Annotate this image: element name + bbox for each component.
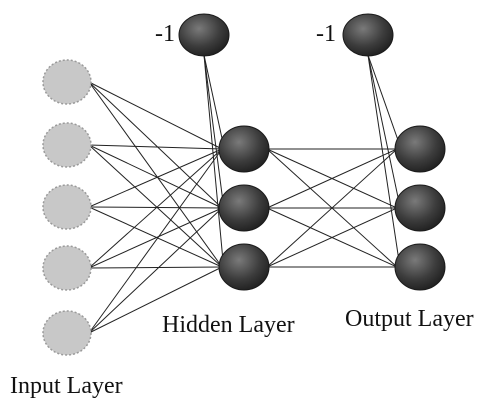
- edge-input-2-hidden-3: [88, 144, 223, 268]
- edge-input-4-hidden-3: [88, 266, 223, 269]
- hidden-node-3: [218, 243, 270, 291]
- output-node-1: [394, 125, 446, 173]
- edge-input-3-hidden-3: [88, 206, 223, 268]
- edge-input-4-hidden-2: [88, 207, 223, 269]
- edge-hidden-3-output-2: [266, 207, 398, 268]
- edge-output-bias-output-2: [367, 54, 400, 203]
- edge-hidden-bias-hidden-3: [203, 54, 224, 262]
- hidden-layer-label: Hidden Layer: [162, 312, 295, 338]
- edge-input-1-hidden-3: [88, 81, 223, 268]
- input-node-1: [42, 59, 92, 105]
- edge-hidden-bias-hidden-2: [203, 54, 224, 203]
- edge-output-bias-output-1: [367, 54, 400, 144]
- input-node-3: [42, 184, 92, 230]
- edge-hidden-bias-hidden-1: [203, 54, 224, 144]
- edge-input-3-hidden-2: [88, 206, 223, 209]
- hidden-bias-node: [178, 13, 230, 57]
- edge-input-5-hidden-3: [88, 266, 223, 334]
- neuron-nodes: [42, 13, 446, 356]
- connection-edges: [88, 54, 400, 334]
- edge-input-3-hidden-1: [88, 148, 223, 208]
- edge-output-bias-output-3: [367, 54, 400, 262]
- output-bias-label: -1: [316, 21, 336, 47]
- hidden-bias-label: -1: [155, 21, 175, 47]
- output-layer-label: Output Layer: [345, 306, 474, 332]
- input-node-4: [42, 245, 92, 291]
- edge-input-1-hidden-2: [88, 81, 223, 209]
- edge-input-2-hidden-1: [88, 144, 223, 150]
- edge-input-1-hidden-1: [88, 81, 223, 150]
- output-node-3: [394, 243, 446, 291]
- edge-input-5-hidden-1: [88, 148, 223, 334]
- output-node-2: [394, 184, 446, 232]
- edge-input-2-hidden-2: [88, 144, 223, 209]
- input-node-2: [42, 122, 92, 168]
- hidden-node-2: [218, 184, 270, 232]
- edge-input-4-hidden-1: [88, 148, 223, 269]
- edge-input-5-hidden-2: [88, 207, 223, 334]
- input-node-5: [42, 310, 92, 356]
- output-bias-node: [342, 13, 394, 57]
- hidden-node-1: [218, 125, 270, 173]
- edge-hidden-3-output-1: [266, 148, 398, 268]
- input-layer-label: Input Layer: [10, 373, 123, 399]
- edge-hidden-2-output-1: [266, 148, 398, 209]
